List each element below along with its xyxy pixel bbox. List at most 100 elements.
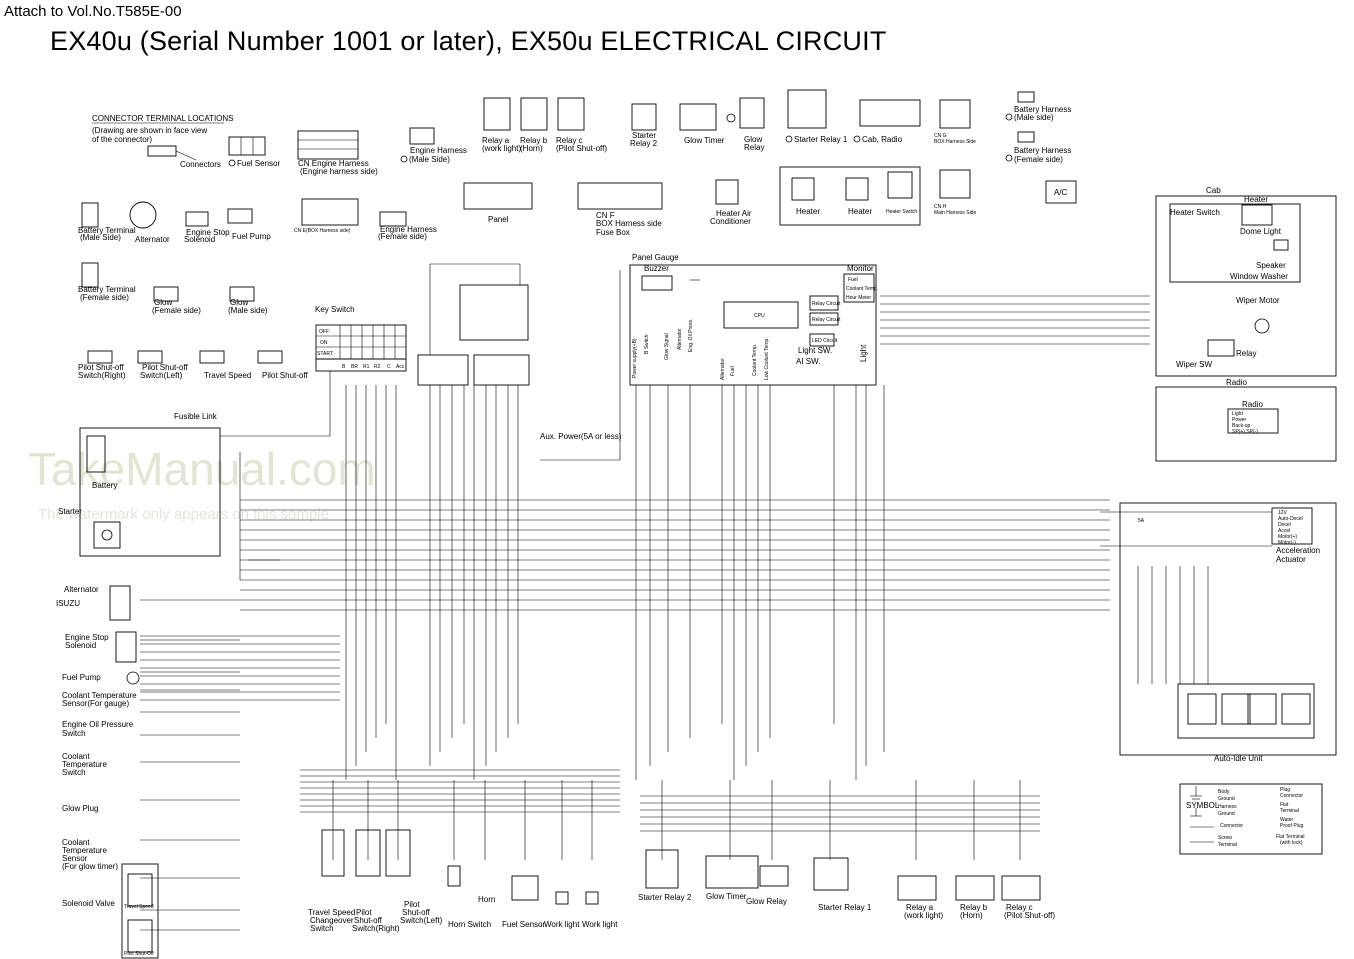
- cab-relay-label: Relay: [1236, 349, 1256, 358]
- radio-inner-label: Radio: [1242, 400, 1263, 409]
- symbol-water-proof-plug: Proof Plug: [1280, 823, 1304, 829]
- glow-relay-top-label: Glow: [744, 135, 762, 144]
- symbol-harness-ground: Harness: [1218, 804, 1237, 810]
- wiper-motor-label: Wiper Motor: [1236, 296, 1280, 305]
- battery-terminal-male-label: (Male Side): [80, 233, 121, 242]
- speaker-label: Speaker: [1256, 261, 1286, 270]
- actuator-row: Auto-Decel: [1278, 516, 1303, 522]
- engine-stop-connector-label: Solenoid: [184, 235, 215, 244]
- battery-harness-female-side: (Female side): [1014, 155, 1063, 164]
- acceleration-actuator-label: Acceleration: [1276, 546, 1320, 555]
- coolant-temp-switch-label: Switch: [62, 768, 86, 777]
- panel-vertical-label: B Switch: [644, 334, 650, 354]
- pilot-shutoff-right-label: Switch(Right): [352, 924, 400, 933]
- relay-c-label: Relay c: [1006, 903, 1033, 912]
- relay-a-top-label: (work light): [482, 144, 521, 153]
- starter-relay2-top-label: Starter: [632, 131, 656, 140]
- radio-row: Back-up: [1232, 423, 1251, 429]
- starter-relay2-label: Starter Relay 2: [638, 893, 692, 902]
- symbol-flat-terminal: Terminal: [1280, 808, 1299, 814]
- engine-harness-female-label: (Female side): [378, 232, 427, 241]
- radio-row: Light: [1232, 411, 1243, 417]
- light-label: Light: [859, 344, 868, 362]
- actuator-fuse-label: 5A: [1138, 518, 1145, 524]
- radio-outer-label: Radio: [1226, 378, 1247, 387]
- glow-relay-top-label: Relay: [744, 143, 764, 152]
- relay-c-label: (Pilot Shut-off): [1004, 911, 1055, 920]
- fusible-link-label: Fusible Link: [174, 412, 218, 421]
- radio-block: Radio Radio Light Power Back-up SP(+) SP…: [1155, 378, 1337, 462]
- engine-harness-label: Engine Harness: [410, 146, 467, 155]
- cab-radio-label: Cab, Radio: [862, 135, 903, 144]
- starter-relay2-top-label: Relay 2: [630, 139, 658, 148]
- cn-e-label: CN E(BOX Harness side): [294, 228, 351, 234]
- relay-a-top-label: Relay a: [482, 136, 510, 145]
- coolant-temp-glow-label: (For glow timer): [62, 862, 118, 871]
- relay-a-label: Relay a: [906, 903, 934, 912]
- pilot-shutoff-left-label: Pilot: [404, 900, 420, 909]
- panel-connector-label: Panel: [488, 215, 509, 224]
- monitor-item: Coolant Temp.: [846, 286, 878, 292]
- solenoid-travel-speed: Travel Speed: [124, 904, 154, 910]
- symbol-flat-terminal-lock: (with lock): [1280, 840, 1303, 846]
- actuator-row: Motor(-): [1278, 540, 1296, 546]
- cn-h-side-label: Main Harness Side: [934, 210, 976, 216]
- glow-plug-label: Glow Plug: [62, 804, 98, 813]
- cpu-label: CPU: [754, 313, 765, 319]
- aux-power-label: Aux. Power(5A or less): [540, 432, 622, 441]
- engine-harness-male-label: (Male Side): [409, 155, 450, 164]
- symbol-harness-ground: Ground: [1218, 811, 1235, 817]
- heater-connector-label: Heater: [848, 207, 872, 216]
- panel-vertical-label: Glow Signal: [664, 333, 670, 360]
- panel-vertical-label: Coolant Temp.: [752, 344, 758, 376]
- pilot-shutoff-connector-label: Pilot Shut-off: [262, 371, 308, 380]
- coolant-temp-sensor-label: Sensor(For gauge): [62, 699, 129, 708]
- fuel-sensor-label: Fuel Sensor: [502, 920, 545, 929]
- actuator-row: Accel: [1278, 528, 1290, 534]
- cn-f-label: CN F: [596, 211, 615, 220]
- key-switch-col: B: [342, 364, 346, 370]
- travel-speed-changeover-label: Switch: [310, 924, 334, 933]
- battery-label: Battery: [92, 481, 117, 490]
- connector-legend-note: of the connector): [92, 135, 152, 144]
- cn-g-side-label: BOX Harness Side: [934, 139, 976, 145]
- panel-vertical-label: Alternator: [720, 358, 726, 380]
- coolant-temp-glow-label: Temperature: [62, 846, 107, 855]
- pilot-shutoff-left-connector-label: Pilot Shut-off: [142, 363, 188, 372]
- key-switch: Key Switch OFF ON START B BR R1 R2 C Acc: [315, 305, 407, 372]
- horn-switch-label: Horn Switch: [448, 920, 491, 929]
- relay-b-label: (Horn): [960, 911, 983, 920]
- connectors-label: Connectors: [180, 160, 221, 169]
- starter-relay1-label: Starter Relay 1: [818, 903, 872, 912]
- actuator-row: Motor(+): [1278, 534, 1297, 540]
- symbol-legend: SYMBOL Body Ground Harness Ground Connec…: [1179, 783, 1323, 855]
- battery-terminal-f-label: Battery Terminal: [78, 285, 136, 294]
- page-header: Attach to Vol.No.T585E-00: [4, 3, 182, 20]
- buzzer-label: Buzzer: [644, 264, 669, 273]
- fuse-box-label: Fuse Box: [596, 228, 630, 237]
- cn-engine-label: CN Engine Harness: [298, 159, 369, 168]
- key-switch-title: Key Switch: [315, 305, 355, 314]
- panel-gauge-title: Panel Gauge: [632, 253, 679, 262]
- alternator-connector-label: Alternator: [135, 235, 170, 244]
- glow-timer-top-label: Glow Timer: [684, 136, 725, 145]
- cab-block: Cab Heater Heater Switch Dome Light Spea…: [1045, 180, 1337, 377]
- fuse-box-block: [417, 284, 530, 386]
- radio-row: Power: [1232, 417, 1247, 423]
- engine-stop-label: Solenoid: [65, 641, 96, 650]
- key-switch-start: START: [317, 351, 333, 357]
- key-switch-col: R2: [374, 364, 381, 370]
- window-washer-label: Window Washer: [1230, 272, 1288, 281]
- glow-timer-label: Glow Timer: [706, 892, 747, 901]
- coolant-temp-switch-label: Coolant: [62, 752, 90, 761]
- key-switch-col: BR: [351, 364, 358, 370]
- ac-label: A/C: [1054, 188, 1068, 197]
- key-switch-col: Acc: [396, 364, 405, 370]
- page-title: EX40u (Serial Number 1001 or later), EX5…: [50, 26, 887, 56]
- heater-switch-label: Heater Switch: [1170, 208, 1220, 217]
- engine-oil-pressure-label: Engine Oil Pressure: [62, 720, 134, 729]
- starter-label: Starter: [58, 507, 82, 516]
- symbol-flat-terminal: Flat: [1280, 802, 1289, 808]
- symbol-water-proof-plug: Water: [1280, 817, 1293, 823]
